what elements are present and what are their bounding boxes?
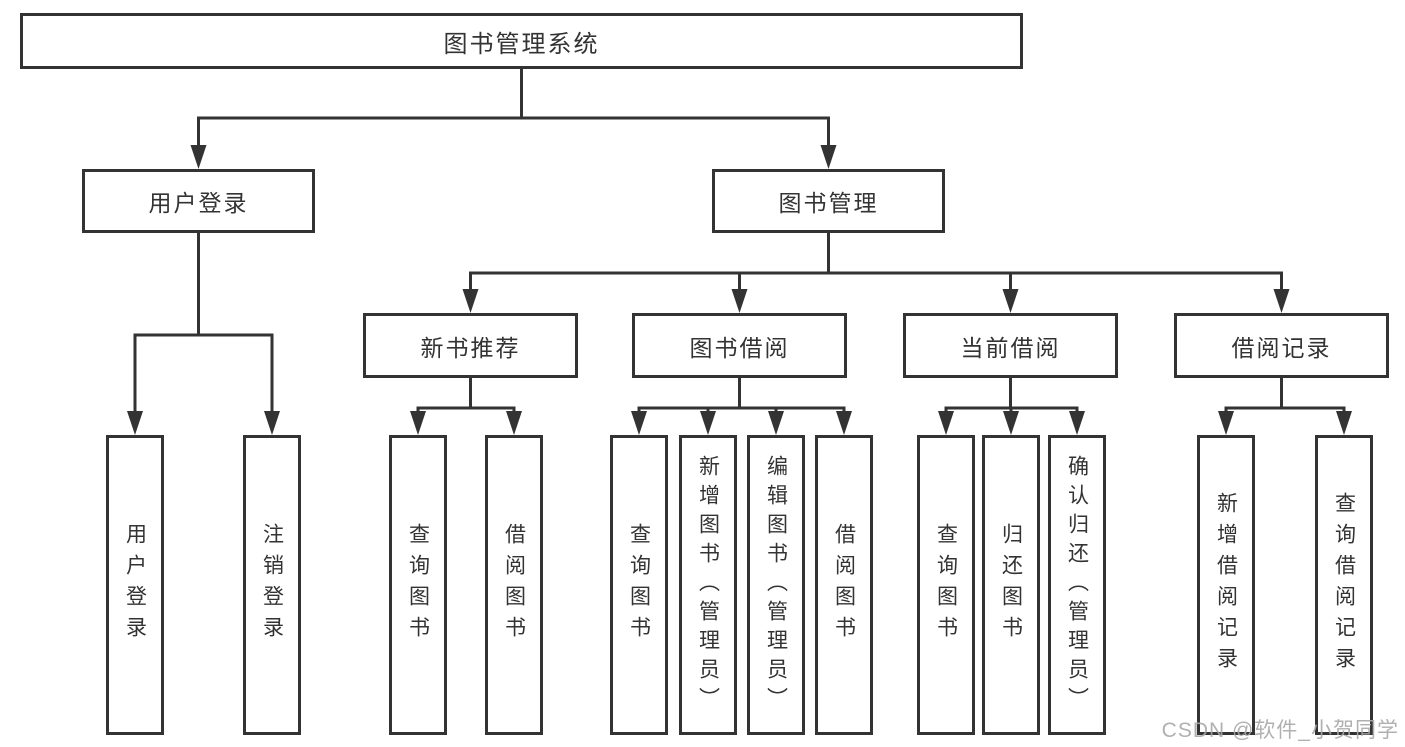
leaf-query-borrow-record: 查询借阅记录 xyxy=(1315,435,1373,735)
leaf-return-books: 归还图书 xyxy=(982,435,1040,735)
node-library-management-system: 图书管理系统 xyxy=(20,13,1023,69)
node-book-borrow: 图书借阅 xyxy=(632,313,847,378)
leaf-add-book-admin: 新增图书（管理员） xyxy=(679,435,737,735)
csdn-watermark: CSDN @软件_小贺同学 xyxy=(1161,719,1399,742)
node-book-management: 图书管理 xyxy=(712,169,945,233)
leaf-borrow-books-recommend: 借阅图书 xyxy=(485,435,543,735)
leaf-add-borrow-record: 新增借阅记录 xyxy=(1197,435,1255,735)
leaf-query-books-current: 查询图书 xyxy=(917,435,975,735)
node-borrow-records: 借阅记录 xyxy=(1174,313,1389,378)
arrowheads xyxy=(127,145,1352,435)
node-current-borrow: 当前借阅 xyxy=(903,313,1118,378)
leaf-confirm-return-admin: 确认归还（管理员） xyxy=(1048,435,1106,735)
leaf-logout: 注销登录 xyxy=(243,435,301,735)
leaf-edit-book-admin: 编辑图书（管理员） xyxy=(747,435,805,735)
node-new-book-recommend: 新书推荐 xyxy=(363,313,578,378)
leaf-query-books-borrow: 查询图书 xyxy=(610,435,668,735)
leaf-borrow-books: 借阅图书 xyxy=(815,435,873,735)
leaf-query-books-recommend: 查询图书 xyxy=(389,435,447,735)
leaf-user-login: 用户登录 xyxy=(106,435,164,735)
node-user-login: 用户登录 xyxy=(82,169,315,233)
